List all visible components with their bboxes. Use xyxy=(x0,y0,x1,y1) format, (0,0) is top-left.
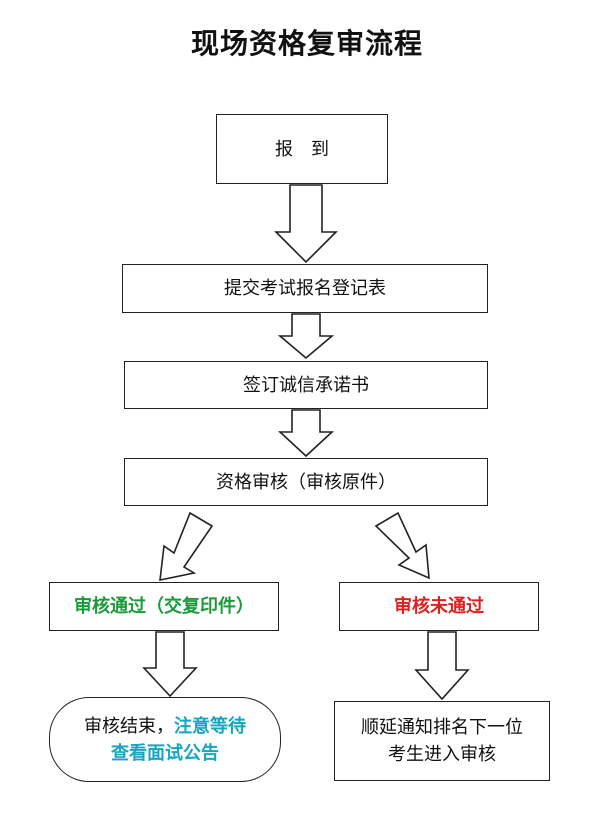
arrow-down-icon xyxy=(274,184,338,264)
step-submit-form-box: 提交考试报名登记表 xyxy=(122,264,488,313)
step-review-label: 资格审核（审核原件） xyxy=(216,471,396,493)
pass-result-line2: 查看面试公告 xyxy=(111,742,219,764)
step-register-box: 报 到 xyxy=(216,114,388,184)
pass-label: 审核通过（交复印件） xyxy=(74,596,254,617)
fail-result-line1: 顺延通知排名下一位 xyxy=(361,717,523,738)
pass-result-line1: 审核结束，注意等待 xyxy=(84,713,246,740)
arrow-down-icon xyxy=(142,631,198,698)
arrow-down-icon xyxy=(414,631,470,701)
page-title: 现场资格复审流程 xyxy=(190,27,423,60)
fail-result-box: 顺延通知排名下一位 考生进入审核 xyxy=(334,701,550,781)
step-sign-promise-box: 签订诚信承诺书 xyxy=(124,361,488,409)
pass-result-part1: 审核结束， xyxy=(84,715,174,737)
step-submit-form-label: 提交考试报名登记表 xyxy=(224,278,386,299)
step-sign-promise-label: 签订诚信承诺书 xyxy=(243,374,369,396)
fail-result-line2: 考生进入审核 xyxy=(388,744,496,765)
pass-result-part2: 注意等待 xyxy=(174,715,246,737)
arrow-down-icon xyxy=(277,313,335,360)
pass-result-box: 审核结束，注意等待 查看面试公告 xyxy=(49,697,281,782)
fail-box: 审核未通过 xyxy=(339,582,539,631)
arrow-diag-right-icon xyxy=(374,511,430,580)
step-review-box: 资格审核（审核原件） xyxy=(124,458,488,506)
fail-result-text: 顺延通知排名下一位 考生进入审核 xyxy=(361,714,523,768)
pass-box: 审核通过（交复印件） xyxy=(49,582,279,631)
arrow-down-icon xyxy=(277,409,335,458)
fail-label: 审核未通过 xyxy=(394,596,484,617)
arrow-diag-left-icon xyxy=(159,511,214,582)
step-register-label: 报 到 xyxy=(275,138,329,160)
pass-result-text: 审核结束，注意等待 查看面试公告 xyxy=(84,713,246,767)
